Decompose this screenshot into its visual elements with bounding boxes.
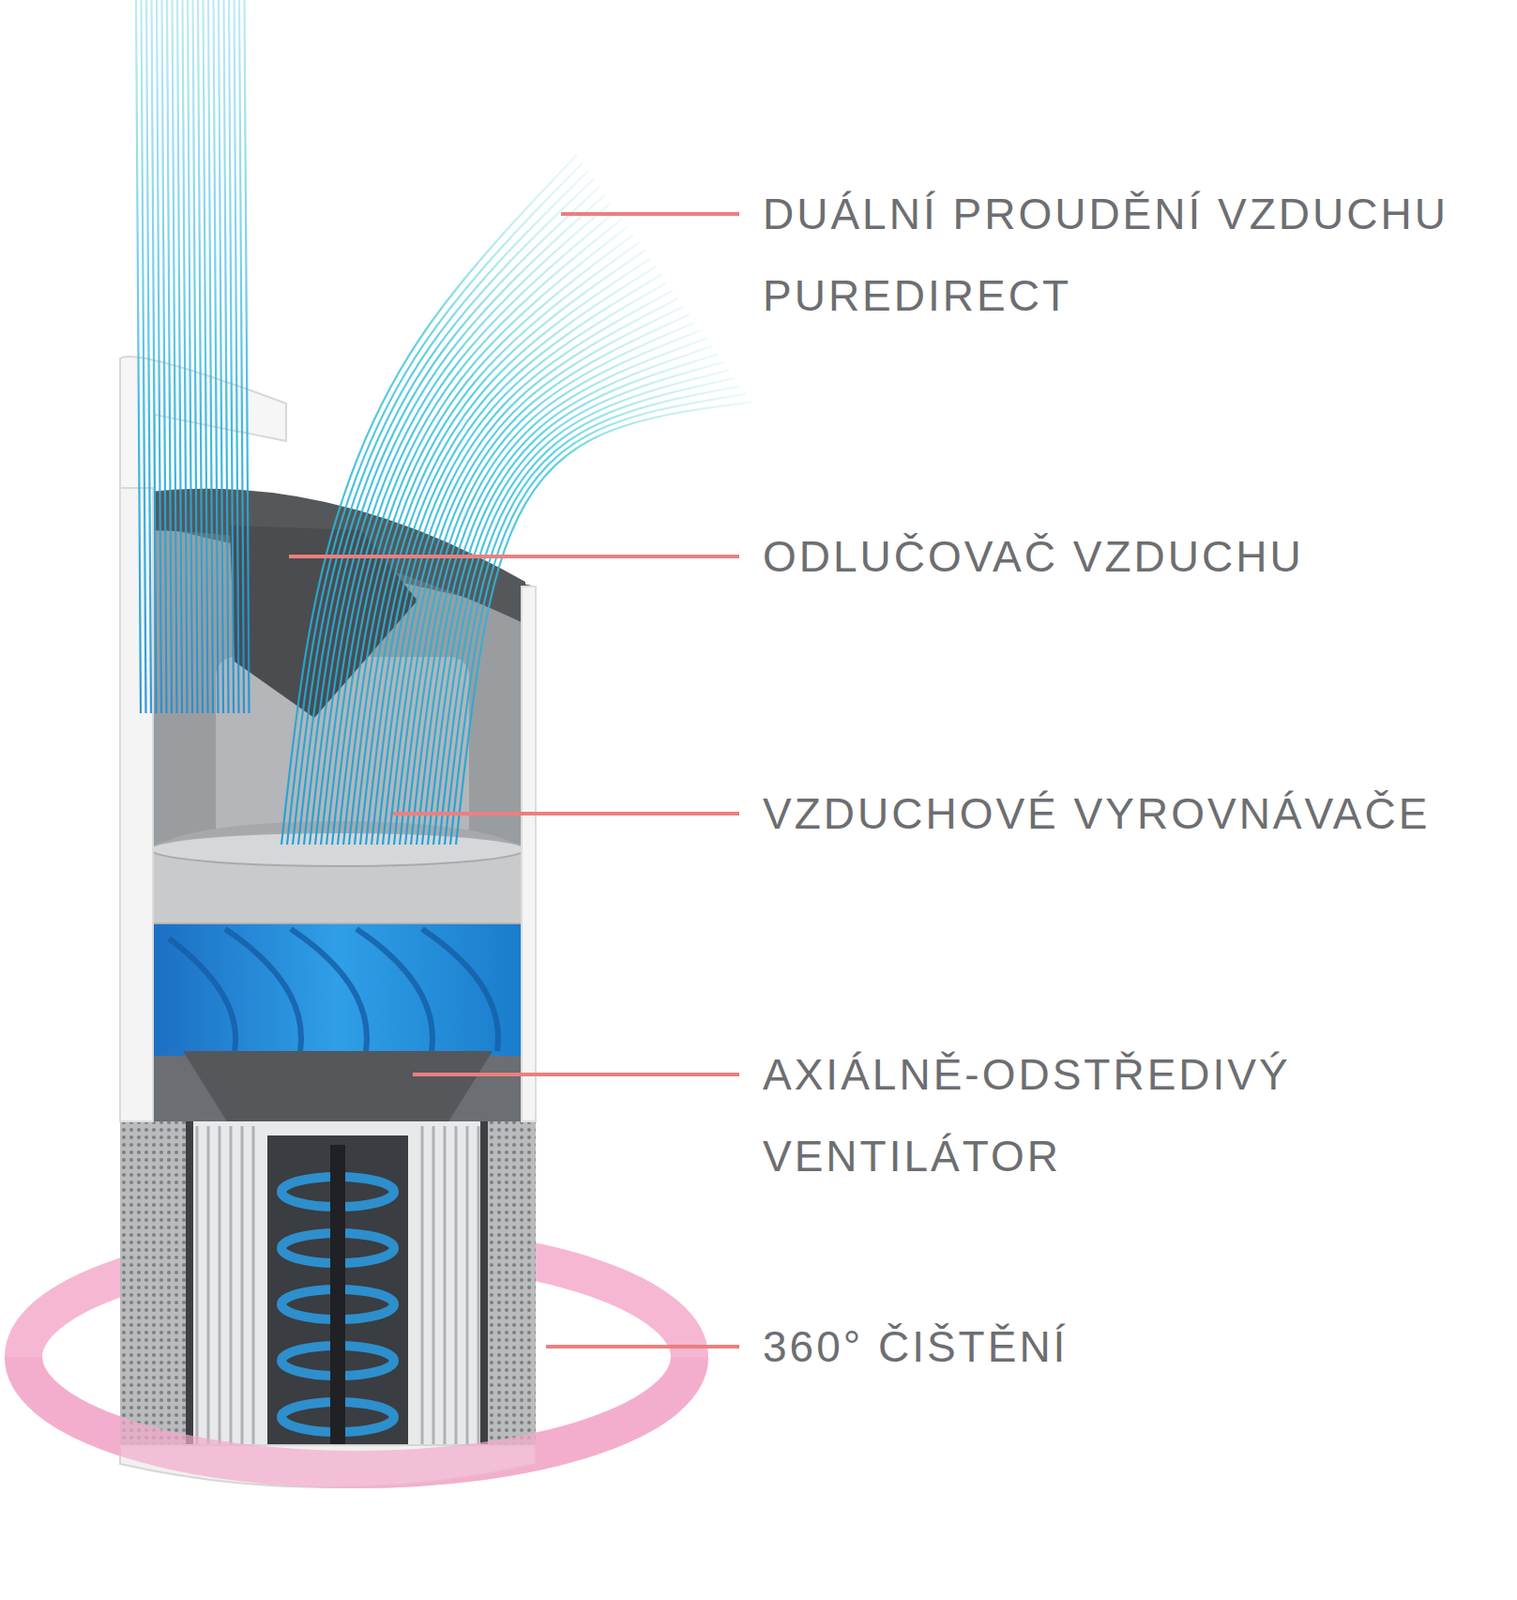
fan — [152, 924, 522, 1056]
air-stream-line — [151, 0, 157, 713]
callout-label: VZDUCHOVÉ VYROVNÁVAČE — [762, 773, 1504, 855]
leader-line — [561, 212, 740, 216]
air-stream-line — [177, 0, 183, 713]
air-stream-line — [450, 394, 746, 845]
air-stream-line — [439, 378, 735, 845]
air-stream-line — [162, 0, 167, 713]
air-stream-line — [136, 0, 141, 713]
leader-line — [546, 1344, 740, 1349]
callout-label: DUÁLNÍ PROUDĚNÍ VZDUCHU PUREDIRECT — [762, 173, 1504, 337]
air-stream-line — [234, 0, 240, 713]
filter-pleats — [197, 1125, 479, 1455]
filter-core — [267, 1135, 409, 1455]
air-stream-line — [382, 298, 679, 845]
filter-mesh-left — [120, 1121, 186, 1464]
filter-carbon-left — [185, 1121, 194, 1464]
air-stream-line — [228, 0, 234, 713]
air-stream-line — [156, 0, 162, 713]
air-stream-line — [455, 402, 752, 846]
air-stream-line — [224, 0, 229, 713]
air-stream-line — [405, 330, 701, 845]
air-stream-line — [193, 0, 198, 713]
air-stream-line — [141, 0, 147, 713]
leader-line — [412, 1072, 740, 1077]
air-stream-line — [166, 0, 172, 713]
filter-mesh-right — [487, 1121, 536, 1464]
air-stream-line — [172, 0, 178, 713]
air-stream-line — [244, 0, 250, 713]
air-stream-line — [422, 354, 718, 846]
air-stream-line — [213, 0, 219, 713]
leader-lines — [288, 213, 740, 1347]
air-stream-line — [218, 0, 224, 713]
leader-line — [288, 554, 740, 559]
air-stream-line — [146, 0, 152, 713]
air-stream-line — [208, 0, 213, 713]
air-stream-line — [410, 338, 707, 846]
air-stream-line — [203, 0, 209, 713]
leader-line — [393, 811, 740, 816]
shell-left — [120, 487, 153, 1122]
ring-front — [23, 1356, 690, 1470]
callout-label: 360° ČIŠTĚNÍ — [762, 1305, 1504, 1388]
callout-label: AXIÁLNĚ-ODSTŘEDIVÝ VENTILÁTOR — [762, 1033, 1504, 1198]
air-stream-line — [197, 0, 203, 713]
air-stream-line — [416, 346, 713, 845]
callout-label: ODLUČOVAČ VZDUCHU — [762, 515, 1504, 598]
air-stream-line — [182, 0, 188, 713]
core-axis — [330, 1144, 346, 1445]
air-stream-line — [377, 290, 673, 846]
fan-funnel — [182, 1050, 493, 1126]
shell-right — [521, 586, 536, 1122]
filter-carbon-right — [480, 1121, 488, 1464]
fan-blades — [168, 928, 499, 1051]
air-streams — [136, 0, 752, 845]
air-stream-line — [239, 0, 244, 713]
air-stream-line — [187, 0, 193, 713]
air-stream-line — [444, 386, 741, 846]
filter — [120, 1121, 536, 1464]
